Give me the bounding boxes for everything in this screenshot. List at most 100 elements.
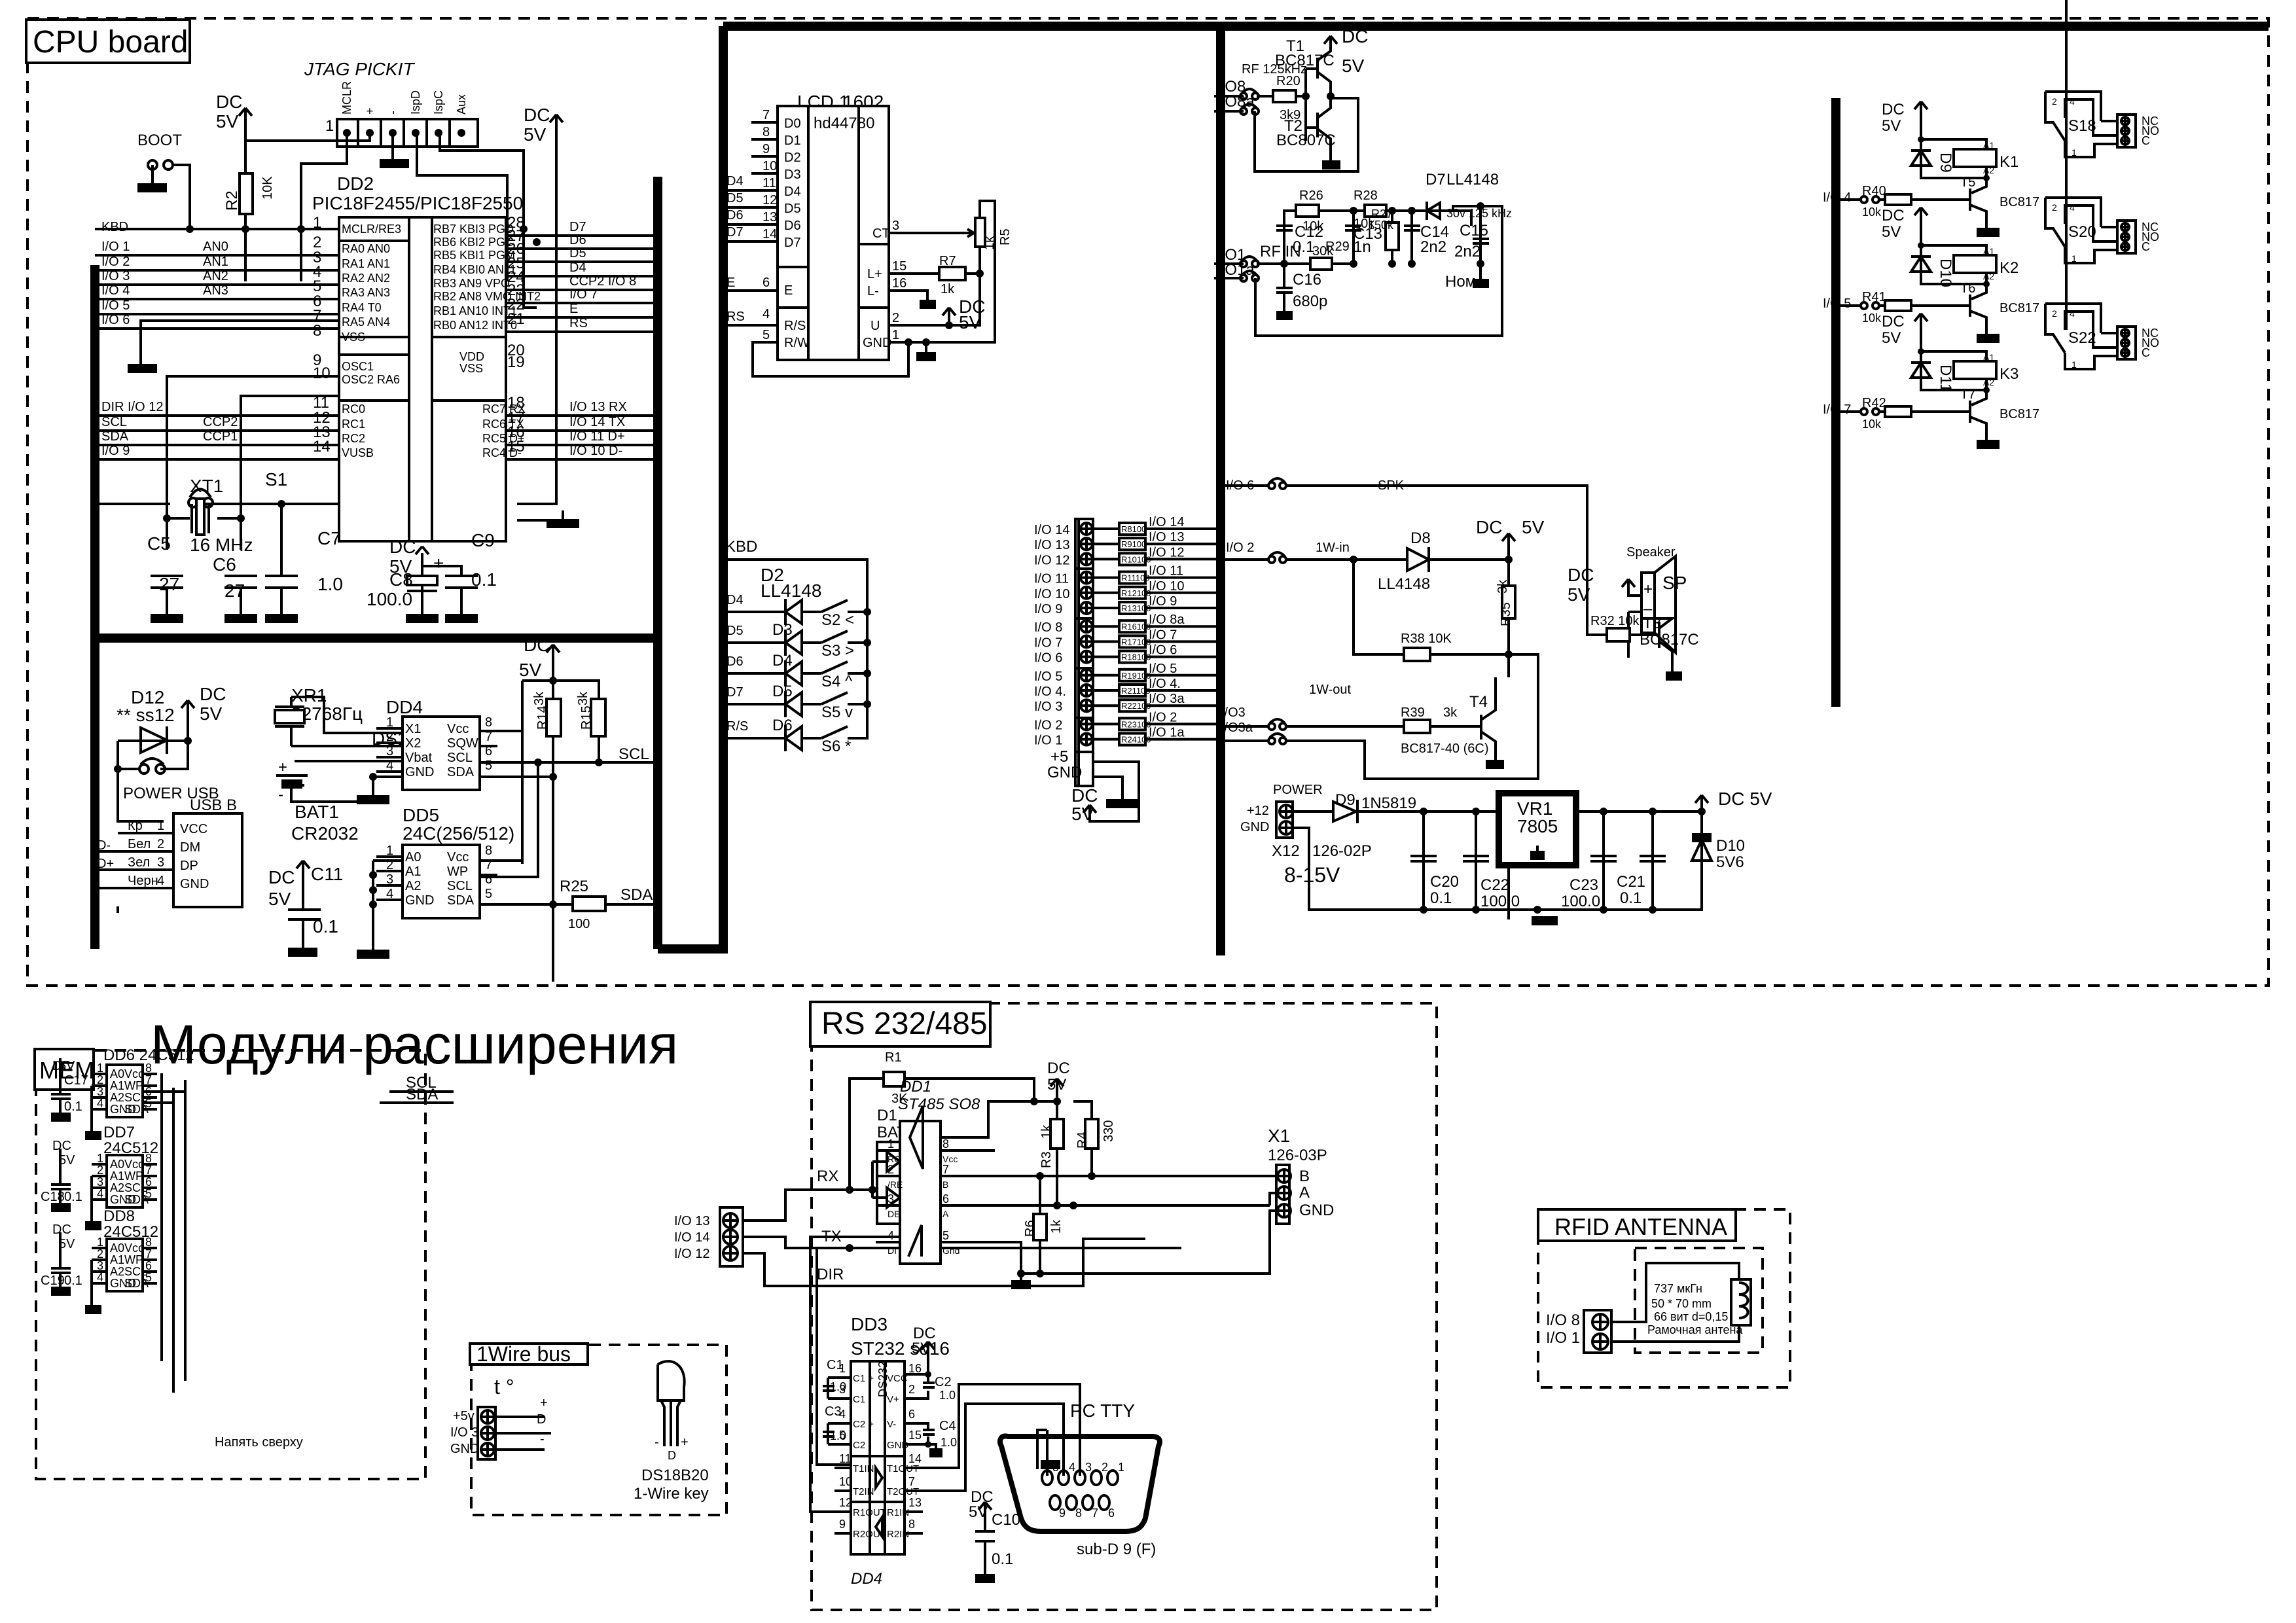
c15-value: 2n2 xyxy=(1454,243,1480,260)
dd2-alt-label: AN2 xyxy=(203,269,228,283)
c16-label: C16 xyxy=(1293,271,1321,289)
dd2-pin-number: 9 xyxy=(313,351,321,369)
boot-jumper[interactable] xyxy=(137,159,191,229)
dd2-pin-name: RA2 AN2 xyxy=(342,272,390,285)
dc-label: DC xyxy=(389,537,416,557)
dd3-pin-number: 1 xyxy=(839,1362,846,1375)
terminal-right-label: I/O 13 xyxy=(1149,530,1184,544)
chip-pin-name: A0 xyxy=(110,1067,124,1080)
kbd-switch[interactable] xyxy=(821,691,867,705)
lcd-net: D6 xyxy=(726,208,744,223)
kbd-switch[interactable] xyxy=(821,725,867,740)
lcd-pin-name: R/S xyxy=(784,319,806,333)
5v-label: 5V xyxy=(268,889,291,909)
terminal-resistor-label: R21100 xyxy=(1121,686,1151,696)
mem-chip-ref: DD8 xyxy=(103,1207,135,1225)
sp-plus: + xyxy=(1643,580,1653,598)
kbd-switch[interactable] xyxy=(821,630,867,644)
db9-pin xyxy=(1065,1494,1078,1511)
rf-in-label: RF IN xyxy=(1260,243,1301,260)
relay-terminal-c: C xyxy=(2142,240,2150,253)
terminal-resistor xyxy=(1118,601,1147,615)
r14-label: R14 xyxy=(535,705,550,730)
x12-value: 126-02P xyxy=(1312,842,1372,860)
terminal-cross xyxy=(2121,349,2129,357)
dd5-ref: DD5 xyxy=(403,805,439,825)
lcd-pin-name: E xyxy=(784,283,793,298)
mem-cap-label: C18 xyxy=(41,1190,65,1204)
c10-value: 0.1 xyxy=(992,1550,1013,1568)
chip-pin-number: 2 xyxy=(97,1073,103,1086)
chip-pin-number: 6 xyxy=(485,872,492,887)
a2-label: A2 xyxy=(1983,165,1994,175)
dd2-net-label: DIR I/O 12 xyxy=(101,400,163,414)
kbd-diode-icon xyxy=(783,659,803,688)
flyback-diode-icon xyxy=(1909,254,1933,273)
kbd-diode-label: D5 xyxy=(772,683,793,700)
dd3-pin-number: 3 xyxy=(839,1383,846,1396)
c8-plus: + xyxy=(433,553,444,573)
chip-pin-number: 8 xyxy=(485,715,492,730)
chip-pin-name: A2 xyxy=(110,1265,124,1278)
dd2-net-label: I/O 5 xyxy=(101,298,130,313)
relay-resistor-value: 10k xyxy=(1862,205,1882,219)
contact-pin-1: 1 xyxy=(2072,253,2077,264)
cpu-board-title-box xyxy=(25,18,191,64)
relay-contact xyxy=(2044,0,2117,158)
kbd-switch[interactable] xyxy=(821,660,867,675)
kbd-diode-icon xyxy=(783,724,803,753)
jtag-pin1-label: 1 xyxy=(325,117,334,135)
lcd-net: E xyxy=(726,276,735,290)
terminal-cross xyxy=(1081,553,1092,565)
dc-label: DC xyxy=(1476,517,1502,537)
relay-wire xyxy=(1920,350,1988,391)
dd2-net-label: I/O 3 xyxy=(101,269,130,283)
chip-pin-number: 6 xyxy=(485,744,492,758)
relay-transistor-value: BC817 xyxy=(2000,301,2039,315)
dd2-pin-number: 19 xyxy=(507,353,525,371)
power-label: POWER xyxy=(1273,783,1323,797)
dd2-pin-name: RA4 T0 xyxy=(342,301,382,314)
dd2-net-label: CCP2 I/O 8 xyxy=(569,274,636,289)
r4-value: 330 xyxy=(1102,1120,1116,1142)
dd2-pin-number: 15 xyxy=(507,438,525,455)
c12-value: 0.1 xyxy=(1293,238,1314,256)
r26-value: 10k xyxy=(1302,219,1324,234)
r32-label: R32 10k xyxy=(1590,614,1640,628)
dd1-value: ST485 SO8 xyxy=(898,1096,980,1113)
dd2-pin-name: RC7 RX xyxy=(482,402,526,416)
chip-pin-number: 2 xyxy=(97,1247,103,1260)
relay-terminal-c: C xyxy=(2142,346,2150,359)
terminal-left-label: I/O 9 xyxy=(1034,602,1062,616)
flyback-diode-label: D11 xyxy=(1937,365,1954,392)
lcd-pin-number: 6 xyxy=(762,276,770,290)
contact-pin-4: 4 xyxy=(2070,202,2075,213)
lcd-pin-name: GND xyxy=(863,336,891,350)
dd3-pin-number: 2 xyxy=(908,1383,915,1396)
r14-value: 3k xyxy=(532,691,547,705)
kbd-switch[interactable] xyxy=(821,599,867,613)
chip-pin-number: 7 xyxy=(485,858,492,872)
rtc-section: XR1 32768Гц DD4 DS1307Z (N) 1X12X23Vbat4… xyxy=(268,635,658,982)
terminal-cross xyxy=(2121,339,2129,347)
relay-switch-label: S20 xyxy=(2068,223,2096,241)
chip-pin-name: Vbat xyxy=(405,751,433,765)
relay-contact xyxy=(2044,0,2117,370)
dd1-pin-name: Gnd xyxy=(942,1245,960,1256)
scl-net: SCL xyxy=(619,745,649,763)
dd2-pin-number: 10 xyxy=(313,365,331,382)
relay-wire xyxy=(1920,138,1988,179)
power-usb-jumper[interactable] xyxy=(118,757,166,775)
dd2-pin-name: RA3 AN3 xyxy=(342,286,390,299)
rfid-inductance: 737 мкГн xyxy=(1654,1282,1702,1295)
chip-pin-name: A1 xyxy=(110,1079,124,1092)
kbd-switch-label: S3 > xyxy=(821,642,854,660)
oscillator-section: XT1 S1 16 MHz C5 27 C6 27 C7 1.0 DC 5V +… xyxy=(95,319,579,623)
contact-pin-2: 2 xyxy=(2052,308,2057,319)
kbd-switch-label: S2 < xyxy=(821,611,854,629)
jtag-title: JTAG PICKIT xyxy=(304,59,415,79)
jumper-pad xyxy=(1871,407,1880,416)
kbd-diode-label: D6 xyxy=(772,717,793,734)
d2-label: D2 xyxy=(761,565,784,585)
